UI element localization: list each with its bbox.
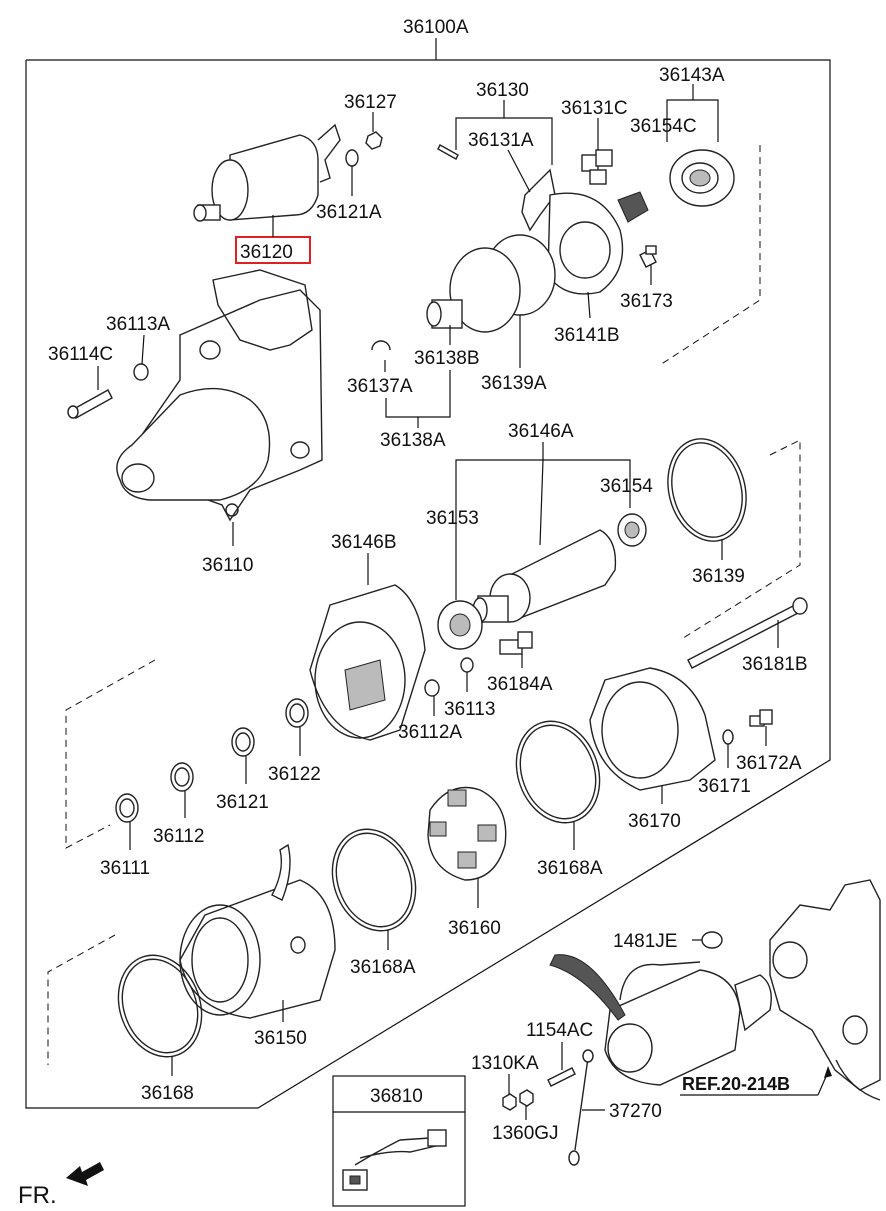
holder-36146B[interactable] xyxy=(309,584,426,741)
washer-36122[interactable] xyxy=(285,698,309,728)
label-36111[interactable]: 36111 xyxy=(100,858,150,879)
label-36130[interactable]: 36130 xyxy=(476,80,529,101)
label-36168A-lower[interactable]: 36168A xyxy=(350,957,416,978)
nut-1360GJ[interactable] xyxy=(519,1089,534,1107)
clamp-1481JE[interactable] xyxy=(701,931,723,949)
engine-block xyxy=(769,879,881,1101)
label-36153[interactable]: 36153 xyxy=(426,508,479,529)
label-37270[interactable]: 37270 xyxy=(609,1101,662,1122)
pin-36130[interactable] xyxy=(437,144,459,160)
label-36168[interactable]: 36168 xyxy=(141,1083,194,1104)
label-36127[interactable]: 36127 xyxy=(344,92,397,113)
installed-starter[interactable] xyxy=(549,954,772,1086)
armature-36146A[interactable] xyxy=(472,529,617,623)
washer-36171[interactable] xyxy=(722,729,734,745)
label-1154AC[interactable]: 1154AC xyxy=(526,1020,593,1041)
gear-36139A[interactable] xyxy=(426,234,556,333)
nut-36127[interactable] xyxy=(365,131,383,150)
label-1481JE[interactable]: 1481JE xyxy=(613,931,677,952)
clip-36137A[interactable] xyxy=(371,340,391,351)
label-36184A[interactable]: 36184A xyxy=(487,674,553,695)
label-36146B[interactable]: 36146B xyxy=(331,532,397,553)
brush-holder-36160[interactable] xyxy=(427,786,507,881)
washer-36111[interactable] xyxy=(115,793,139,823)
washer-36121[interactable] xyxy=(231,727,255,757)
label-36112A[interactable]: 36112A xyxy=(398,722,462,743)
label-36139[interactable]: 36139 xyxy=(692,566,745,587)
label-36160[interactable]: 36160 xyxy=(448,918,501,939)
bolt-36172A[interactable] xyxy=(749,709,773,727)
label-36181B[interactable]: 36181B xyxy=(742,654,808,675)
label-36150[interactable]: 36150 xyxy=(254,1028,307,1049)
label-1310KA[interactable]: 1310KA xyxy=(471,1053,539,1074)
label-36168A-upper[interactable]: 36168A xyxy=(537,858,603,879)
solenoid-part[interactable] xyxy=(193,123,341,222)
label-36121[interactable]: 36121 xyxy=(216,792,269,813)
reference-label-group[interactable]: REF.20-214B xyxy=(680,1066,832,1096)
label-36100A[interactable]: 36100A xyxy=(403,17,469,38)
label-36146A[interactable]: 36146A xyxy=(508,421,574,442)
label-36113A[interactable]: 36113A xyxy=(106,314,170,335)
label-36141B[interactable]: 36141B xyxy=(554,325,620,346)
label-1360GJ[interactable]: 1360GJ xyxy=(492,1123,559,1144)
bolt-1154AC[interactable] xyxy=(547,1067,576,1087)
label-36110[interactable]: 36110 xyxy=(202,555,253,576)
nut-1310KA[interactable] xyxy=(502,1093,517,1111)
bolt-36173[interactable] xyxy=(639,245,657,268)
label-36154[interactable]: 36154 xyxy=(600,476,653,497)
label-36131C[interactable]: 36131C xyxy=(561,98,628,119)
label-36143A[interactable]: 36143A xyxy=(659,65,725,86)
lever-36131A[interactable] xyxy=(521,168,556,232)
label-36122[interactable]: 36122 xyxy=(268,764,321,785)
front-housing-part[interactable] xyxy=(116,269,323,522)
washer-36112A[interactable] xyxy=(424,679,440,697)
oring-36139[interactable] xyxy=(657,430,757,550)
label-36120[interactable]: 36120 xyxy=(240,242,293,263)
dashed-guides xyxy=(47,145,801,1065)
through-bolt-36181B[interactable] xyxy=(687,597,808,669)
assembly-frame xyxy=(25,59,831,1109)
label-36170[interactable]: 36170 xyxy=(628,811,681,832)
yoke-36150[interactable] xyxy=(179,843,336,1019)
cable-37270[interactable] xyxy=(568,1049,594,1166)
label-36139A[interactable]: 36139A xyxy=(481,373,547,394)
washer-36113[interactable] xyxy=(460,657,474,673)
bearing-36153[interactable] xyxy=(437,600,483,650)
label-36112[interactable]: 36112 xyxy=(153,826,204,847)
oring-36168A-upper[interactable] xyxy=(503,709,614,834)
label-36121A[interactable]: 36121A xyxy=(316,202,382,223)
label-36172A[interactable]: 36172A xyxy=(736,753,802,774)
direction-indicator: FR. xyxy=(18,1162,104,1209)
label-36171[interactable]: 36171 xyxy=(698,776,751,797)
label-36113[interactable]: 36113 xyxy=(444,699,495,720)
oring-36168A-lower[interactable] xyxy=(319,817,430,942)
direction-label: FR. xyxy=(18,1182,57,1209)
washer-36112[interactable] xyxy=(170,762,194,792)
direction-arrow-icon xyxy=(66,1162,104,1186)
bearing-36154C[interactable] xyxy=(669,149,735,207)
gear-housing-36141B[interactable] xyxy=(547,191,649,295)
washer-36121A[interactable] xyxy=(345,149,359,167)
label-36114C[interactable]: 36114C xyxy=(48,344,113,365)
label-36131A[interactable]: 36131A xyxy=(468,130,534,151)
label-36138A[interactable]: 36138A xyxy=(380,430,446,451)
label-36173[interactable]: 36173 xyxy=(620,291,673,312)
bolt-36184A[interactable] xyxy=(499,631,533,655)
label-36154C[interactable]: 36154C xyxy=(630,116,697,137)
bolt-36114C[interactable] xyxy=(67,389,113,419)
label-36810[interactable]: 36810 xyxy=(370,1086,423,1107)
label-36138B[interactable]: 36138B xyxy=(414,348,480,369)
oring-36168[interactable] xyxy=(105,943,216,1068)
reference-label[interactable]: REF.20-214B xyxy=(682,1074,790,1094)
bracket-36131C[interactable] xyxy=(581,149,613,185)
label-36137A[interactable]: 36137A xyxy=(347,376,413,397)
end-cover-36170[interactable] xyxy=(589,667,716,791)
washer-36113A[interactable] xyxy=(133,363,149,381)
bearing-36154[interactable] xyxy=(617,513,647,547)
inset-36810[interactable]: 36810 xyxy=(332,1075,466,1207)
